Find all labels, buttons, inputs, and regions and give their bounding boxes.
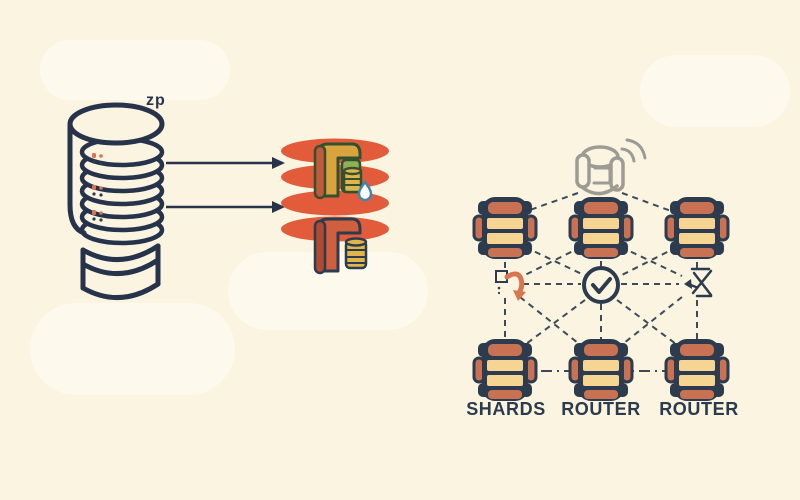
coil-data-dots <box>92 153 103 222</box>
redirect-arrow-icon <box>495 270 526 301</box>
flow-arrows <box>166 157 285 213</box>
server-node-router-1 <box>568 337 634 403</box>
server-node-top-right <box>664 195 730 261</box>
mini-database-icon <box>342 166 363 194</box>
server-node-top-center <box>568 195 634 261</box>
background-blob <box>640 55 790 127</box>
coil-cylinder <box>67 102 165 246</box>
wifi-signal-icon <box>620 138 647 163</box>
server-node-router-2 <box>664 337 730 403</box>
check-circle-icon <box>582 266 620 304</box>
data-book-orange-icon <box>313 217 368 275</box>
label-router-1: ROUTER <box>561 399 641 419</box>
mini-database-icon <box>344 237 368 270</box>
data-book-yellow-icon <box>313 142 373 202</box>
wireless-database-icon <box>575 138 647 196</box>
coil-label: zp <box>146 92 166 109</box>
background-blob <box>30 303 235 395</box>
network-connections <box>504 192 698 372</box>
label-router-2: ROUTER <box>659 399 739 419</box>
server-node-shards <box>472 337 538 403</box>
cancel-x-icon <box>684 267 713 298</box>
water-drop-icon <box>357 179 373 202</box>
label-shards: SHARDS <box>466 399 546 419</box>
small-cylinder <box>80 243 161 300</box>
background-blob <box>40 40 230 100</box>
server-node-top-left <box>472 195 538 261</box>
